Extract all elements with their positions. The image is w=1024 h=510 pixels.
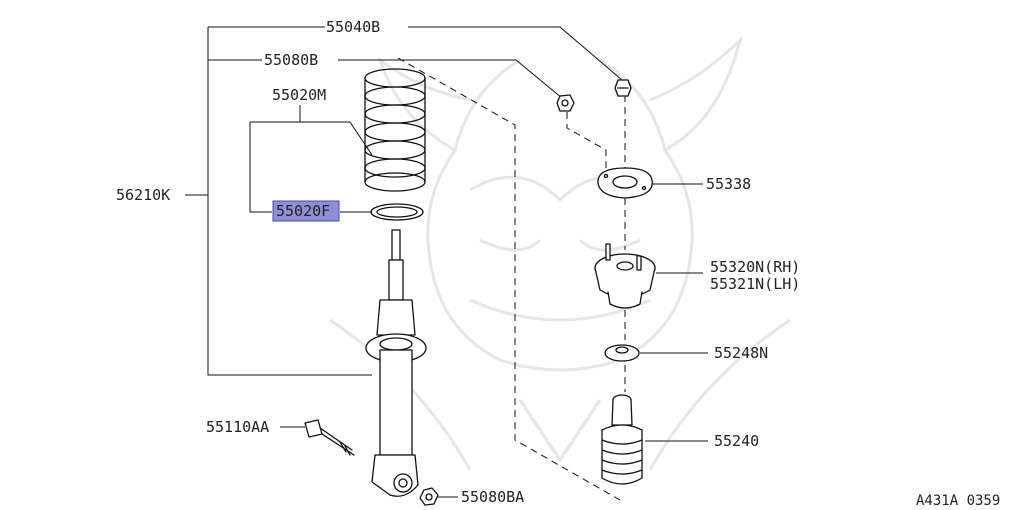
callout-56210K[interactable]: 56210K bbox=[116, 186, 170, 204]
callout-55020F[interactable]: 55020F bbox=[276, 202, 330, 220]
strut-mount bbox=[594, 243, 656, 309]
bound-bumper bbox=[601, 394, 643, 485]
mount-plate bbox=[597, 167, 653, 199]
upper-nut bbox=[556, 94, 575, 112]
part-highlight bbox=[272, 200, 340, 222]
coil-spring bbox=[364, 68, 426, 192]
callout-55080B[interactable]: 55080B bbox=[264, 51, 318, 69]
figure-id: A431A 0359 bbox=[916, 493, 1000, 509]
leader-lines bbox=[185, 26, 708, 498]
shock-absorber bbox=[365, 229, 427, 497]
callout-55020M[interactable]: 55020M bbox=[272, 86, 326, 104]
callout-55338[interactable]: 55338 bbox=[706, 175, 751, 193]
spring-seat-ring bbox=[370, 203, 424, 221]
mounting-bolt bbox=[304, 419, 355, 456]
callout-55248N[interactable]: 55248N bbox=[714, 344, 768, 362]
callout-55040B[interactable]: 55040B bbox=[326, 18, 380, 36]
callout-55110AA[interactable]: 55110AA bbox=[206, 418, 269, 436]
callout-55240[interactable]: 55240 bbox=[714, 432, 759, 450]
assembly-dashed-lines bbox=[397, 57, 626, 501]
callout-55320N[interactable]: 55320N(RH) bbox=[710, 258, 800, 276]
top-nut bbox=[614, 79, 632, 97]
callout-55321N[interactable]: 55321N(LH) bbox=[710, 275, 800, 293]
watermark-logo bbox=[329, 35, 791, 471]
callout-55080BA[interactable]: 55080BA bbox=[461, 488, 524, 506]
lower-nut bbox=[419, 487, 439, 506]
bump-washer bbox=[604, 344, 640, 362]
